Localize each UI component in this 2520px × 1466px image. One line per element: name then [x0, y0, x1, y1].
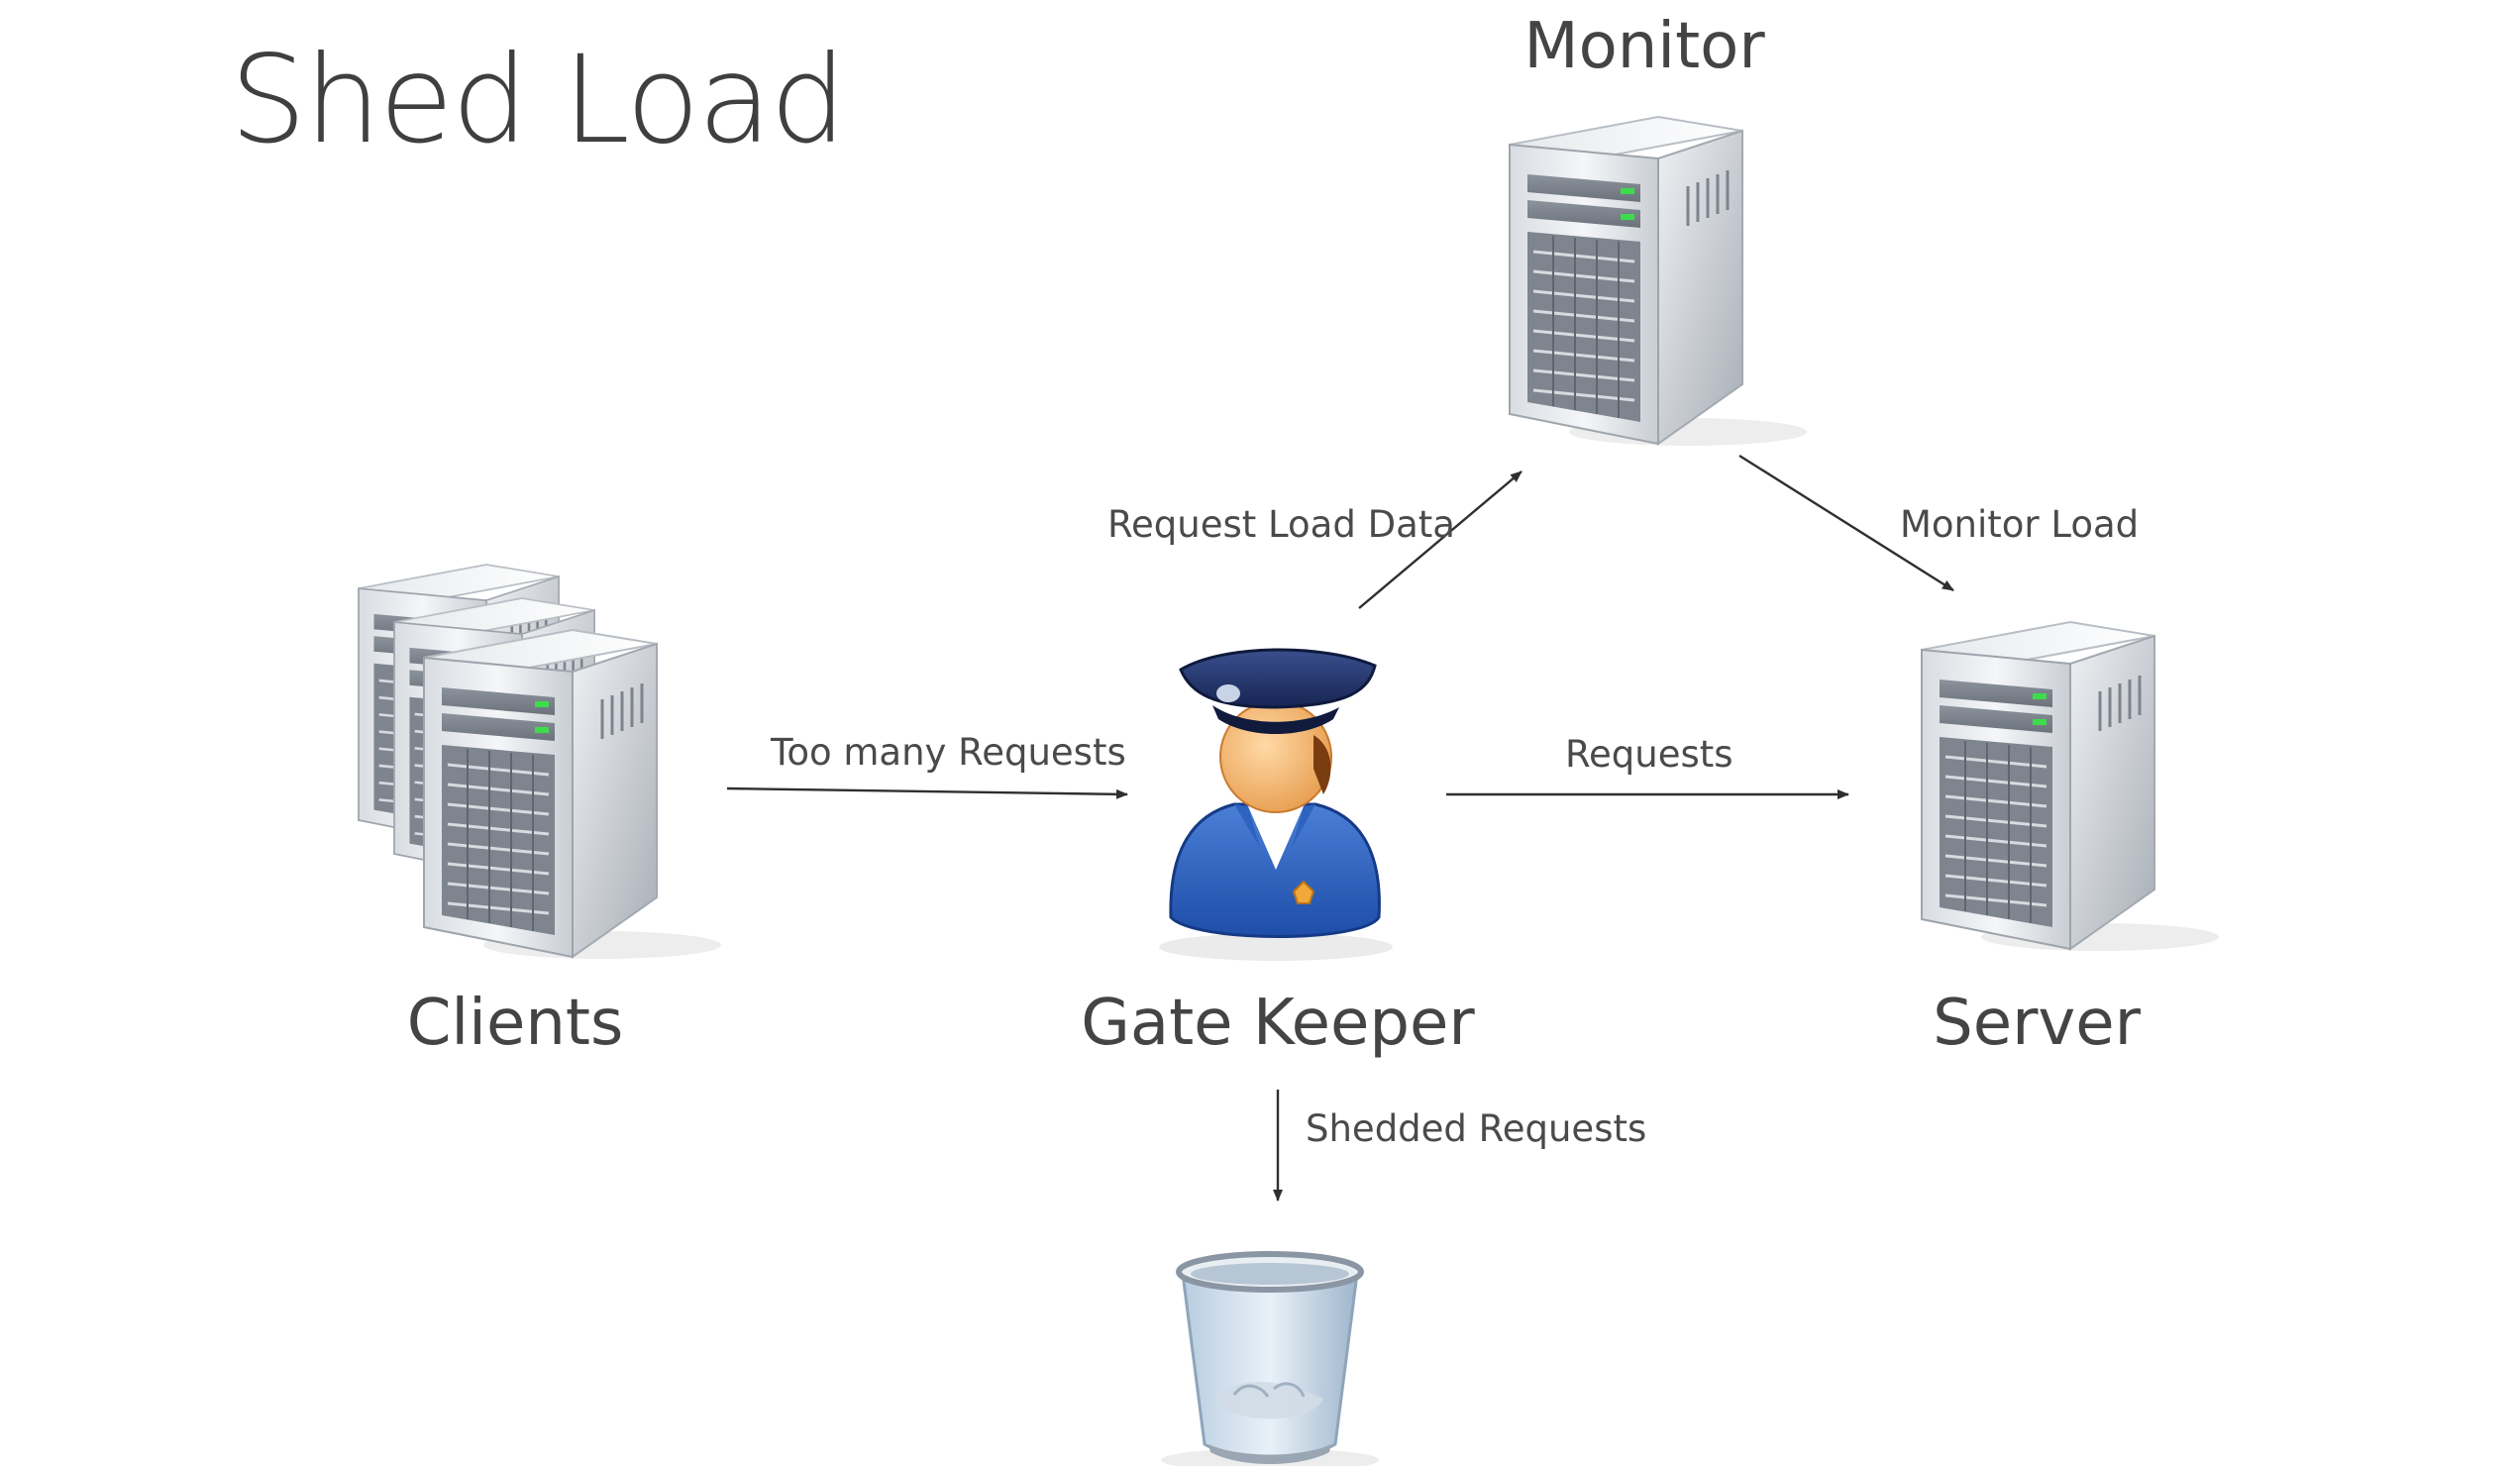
- node-label-server: Server: [1933, 987, 2141, 1060]
- edge-label-shedded-requests: Shedded Requests: [1306, 1107, 1647, 1150]
- server-tower-icon: [1920, 620, 2221, 953]
- police-officer-icon: [1159, 648, 1393, 961]
- arrow-gatekeeper-to-monitor: [1358, 471, 1522, 609]
- node-label-clients: Clients: [406, 987, 624, 1060]
- node-label-monitor: Monitor: [1523, 10, 1765, 83]
- arrow-monitor-to-server: [1738, 454, 1954, 592]
- edge-label-request-load-data: Request Load Data: [1107, 503, 1455, 546]
- recycle-bin-icon: [1161, 1251, 1379, 1466]
- edge-label-monitor-load: Monitor Load: [1900, 503, 2140, 546]
- server-stack-icon: [357, 563, 723, 961]
- server-tower-icon: [1508, 115, 1809, 448]
- edge-label-requests: Requests: [1565, 733, 1733, 776]
- arrow-clients-to-gatekeeper: [726, 786, 1128, 799]
- page-title: Shed Load: [230, 30, 847, 170]
- edge-label-too-many-requests: Too many Requests: [771, 731, 1126, 774]
- node-label-gatekeeper: Gate Keeper: [1081, 987, 1475, 1060]
